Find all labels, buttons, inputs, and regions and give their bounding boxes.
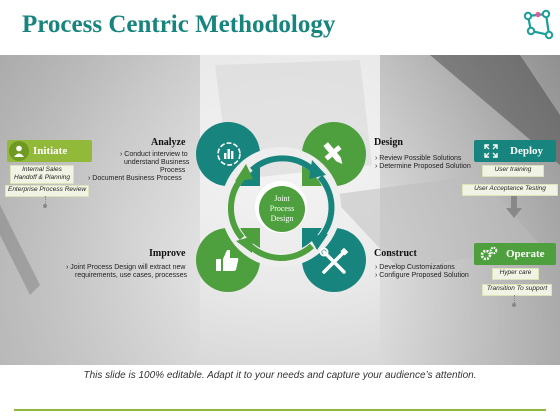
- cycle-arrows: [227, 155, 335, 261]
- design-title: Design: [374, 137, 403, 148]
- gears-icon: [478, 243, 500, 265]
- network-logo-icon: [523, 9, 554, 40]
- design-bullet-2: › Determine Proposed Solution: [375, 163, 471, 170]
- center-line-1: Joint: [274, 194, 290, 203]
- analyze-bullet-1b: understand Business: [124, 159, 190, 166]
- initiate-label: Initiate: [33, 145, 68, 157]
- center-line-2: Process: [269, 204, 295, 213]
- operate-note-1: Hyper care: [492, 268, 539, 280]
- analyze-bullet-1: › Conduct interview to: [120, 151, 188, 158]
- thumbs-up-icon: [216, 250, 239, 271]
- improve-bullets: › Joint Process Design will extract new …: [66, 264, 187, 280]
- operate-connector: [514, 295, 516, 305]
- analyze-title: Analyze: [151, 137, 186, 148]
- operate-dot: [512, 303, 516, 307]
- deploy-note-2: User Acceptance Testing: [462, 184, 558, 196]
- person-icon: [9, 141, 29, 161]
- center-line-3: Design: [270, 214, 294, 223]
- improve-bullet-1b: requirements, use cases, processes: [75, 272, 188, 279]
- construct-bullets: › Develop Customizations › Configure Pro…: [375, 264, 469, 280]
- improve-bullet-1: › Joint Process Design will extract new: [66, 264, 186, 271]
- analyze-bullet-1c: Process: [160, 167, 186, 174]
- footer-divider: [14, 409, 546, 411]
- page-title: Process Centric Methodology: [22, 11, 336, 38]
- operate-note-2: Transition To support: [482, 284, 552, 296]
- expand-icon: [480, 140, 502, 162]
- background-photo: [0, 55, 560, 365]
- initiate-tag: Initiate: [7, 140, 92, 162]
- deploy-label: Deploy: [510, 145, 543, 157]
- deploy-to-operate-arrow: [506, 196, 522, 218]
- initiate-note-2: Enterprise Process Review: [5, 185, 89, 197]
- operate-label: Operate: [506, 248, 545, 260]
- operate-tag: Operate: [474, 243, 556, 265]
- improve-title: Improve: [149, 248, 186, 259]
- design-bullet-1: › Review Possible Solutions: [375, 155, 462, 162]
- construct-bullet-1: › Develop Customizations: [375, 264, 455, 271]
- initiate-dot: [43, 204, 47, 208]
- analyze-bullet-2: › Document Business Process: [88, 175, 182, 182]
- desk-scene-image: [0, 55, 560, 365]
- construct-bullet-2: › Configure Proposed Solution: [375, 272, 469, 279]
- initiate-connector: [45, 196, 47, 206]
- center-label: Joint Process Design: [259, 186, 305, 232]
- bar-chart-icon: [217, 142, 241, 166]
- construct-title: Construct: [374, 248, 417, 259]
- tools-icon: [319, 247, 349, 274]
- design-bullets: › Review Possible Solutions › Determine …: [375, 155, 471, 171]
- footer-note: This slide is 100% editable. Adapt it to…: [83, 370, 477, 381]
- deploy-tag: Deploy: [474, 140, 556, 162]
- pen-tool-icon: [323, 142, 343, 164]
- deploy-note-1: User training: [482, 165, 544, 177]
- analyze-bullets: › Conduct interview to understand Busine…: [88, 151, 190, 183]
